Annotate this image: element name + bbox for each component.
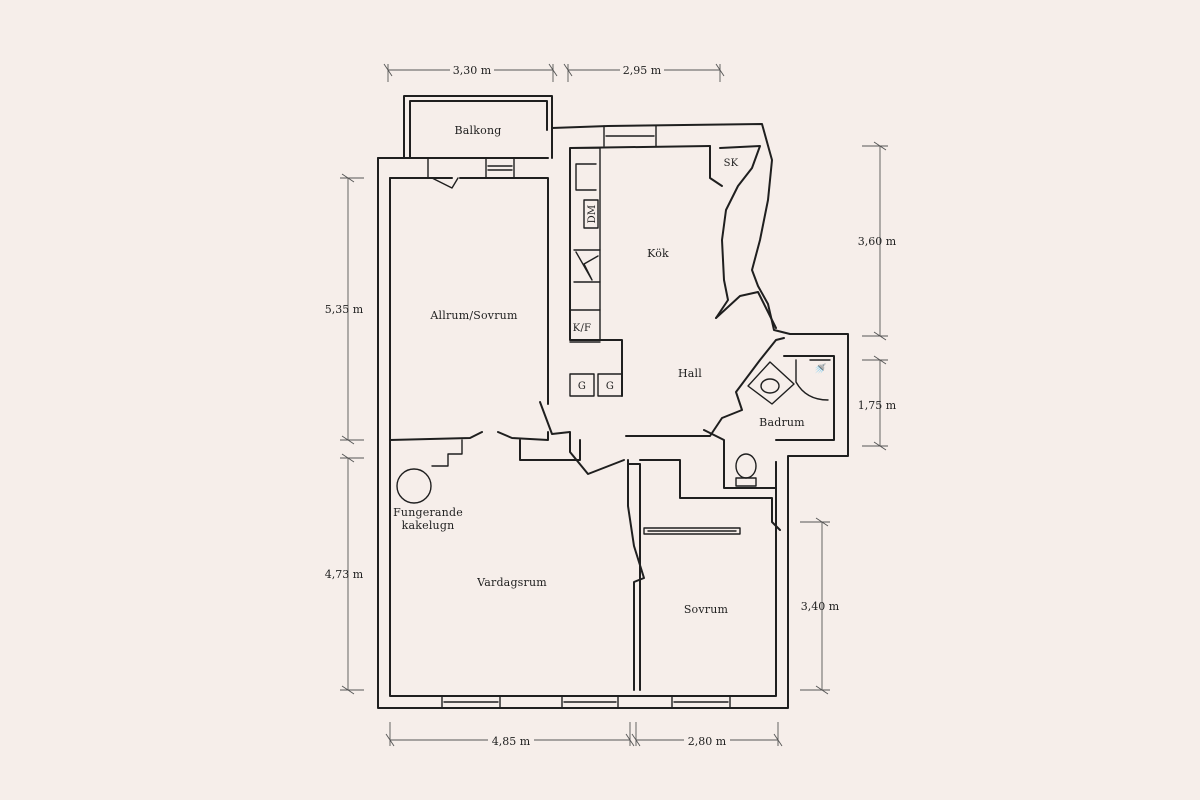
- dim-top-right: 2,95 m: [623, 64, 662, 77]
- label-sovrum: Sovrum: [684, 603, 729, 616]
- label-kakelugn-line1: Fungerande: [393, 506, 463, 519]
- dimension-labels: 3,30 m 2,95 m 5,35 m 4,73 m 3,60 m 1,75 …: [325, 62, 897, 748]
- label-vardagsrum: Vardagsrum: [476, 576, 547, 589]
- room-labels: Balkong Allrum/Sovrum Kök Hall Badrum Va…: [393, 124, 805, 616]
- label-g1: G: [578, 381, 586, 392]
- label-balkong: Balkong: [455, 124, 502, 137]
- walls: 🚿: [377, 95, 849, 709]
- label-dm: DM: [587, 205, 598, 224]
- label-sk: SK: [724, 158, 739, 169]
- svg-text:🚿: 🚿: [814, 362, 827, 375]
- fixture-labels: SK DM K/F G G: [573, 158, 739, 392]
- label-hall: Hall: [678, 367, 702, 380]
- dim-bottom-left: 4,85 m: [492, 735, 531, 748]
- label-kakelugn-line2: kakelugn: [402, 519, 455, 532]
- label-allrum-sovrum: Allrum/Sovrum: [429, 309, 518, 322]
- dim-top-left: 3,30 m: [453, 64, 492, 77]
- dimension-lines: [340, 63, 888, 747]
- label-badrum: Badrum: [759, 416, 805, 429]
- dim-right-bedroom: 3,40 m: [801, 600, 840, 613]
- label-kok: Kök: [647, 247, 669, 260]
- dim-right-kitchen: 3,60 m: [858, 235, 897, 248]
- label-kf: K/F: [573, 323, 591, 334]
- label-g2: G: [606, 381, 614, 392]
- dim-bottom-right: 2,80 m: [688, 735, 727, 748]
- dim-left-upper: 5,35 m: [325, 303, 364, 316]
- tile-stove: [396, 468, 432, 504]
- dim-left-lower: 4,73 m: [325, 568, 364, 581]
- dim-right-bath: 1,75 m: [858, 399, 897, 412]
- outer-wall: [377, 123, 849, 709]
